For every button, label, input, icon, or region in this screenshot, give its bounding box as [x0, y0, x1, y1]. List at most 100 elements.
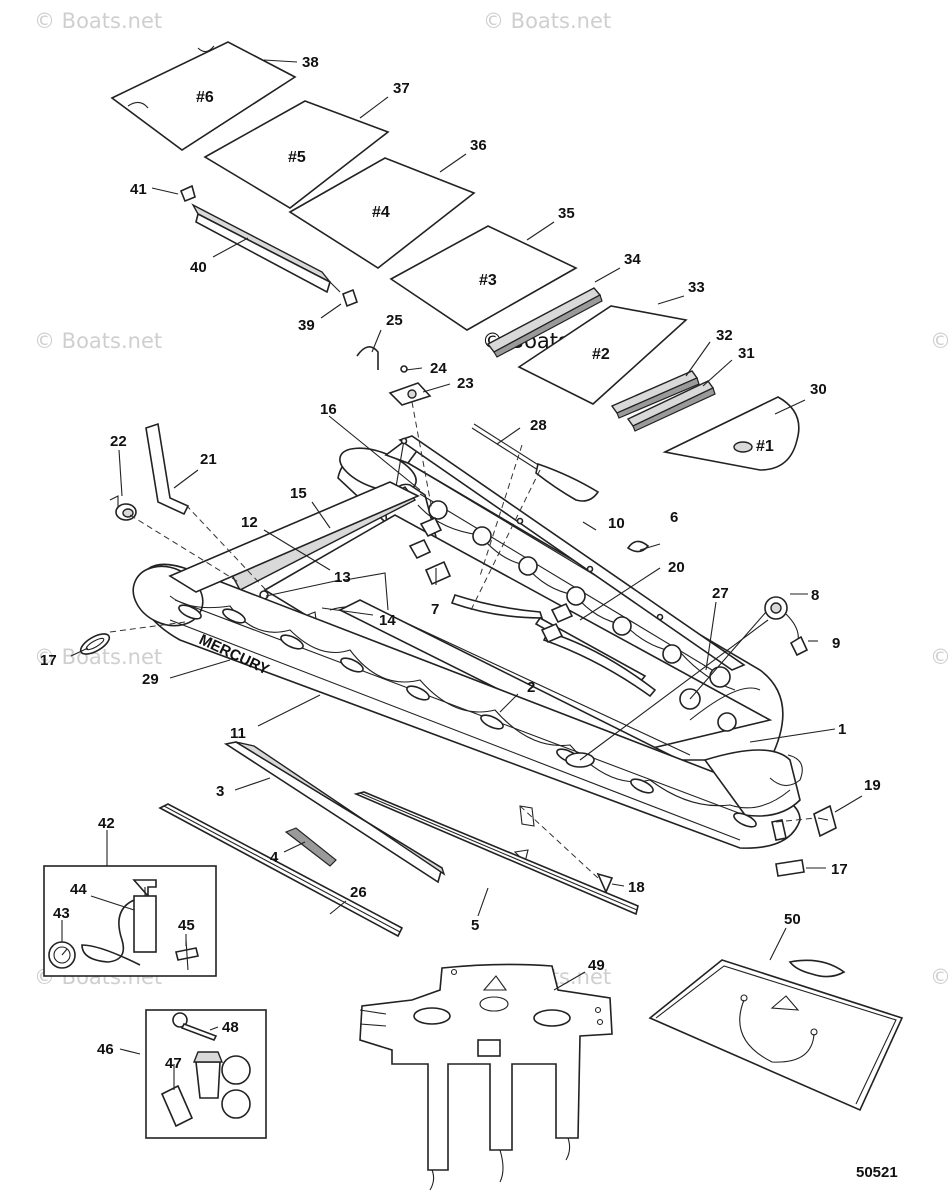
callout: 31 — [738, 345, 755, 362]
callout: 11 — [230, 725, 246, 742]
floor-panel-3: #3 — [389, 225, 578, 331]
callout: 50 — [784, 911, 801, 928]
figure-number: 50521 — [856, 1164, 898, 1181]
panel-label: #4 — [372, 204, 390, 221]
nut-24 — [400, 365, 408, 373]
oar-28 — [471, 423, 600, 502]
callout: 15 — [290, 485, 307, 502]
callout: 47 — [165, 1055, 182, 1072]
rub-strake-5 — [353, 791, 639, 916]
callout: 25 — [386, 312, 403, 329]
callout: 39 — [298, 317, 315, 334]
callout: 32 — [716, 327, 733, 344]
callout: 17 — [40, 652, 57, 669]
watermark: © Boats.net — [34, 329, 162, 353]
pump-kit-box — [43, 865, 217, 977]
callout: 19 — [864, 777, 881, 794]
callout: 30 — [810, 381, 827, 398]
repair-kit-box — [145, 1009, 267, 1139]
callout: 41 — [130, 181, 147, 198]
callout: 42 — [98, 815, 115, 832]
callout: 1 — [838, 721, 846, 738]
callout: 3 — [216, 783, 224, 800]
callout: 40 — [190, 259, 207, 276]
callout: 37 — [393, 80, 410, 97]
patch-18 — [596, 872, 614, 894]
callout: 7 — [431, 601, 439, 618]
panel-label: #5 — [288, 149, 306, 166]
cap-9 — [789, 635, 809, 657]
patch-6 — [626, 540, 650, 553]
watermark: © Boats.net — [930, 329, 948, 353]
callout: 35 — [558, 205, 575, 222]
callout: 29 — [142, 671, 159, 688]
callout: 48 — [222, 1019, 239, 1036]
floor-panel-1: #1 — [662, 396, 800, 471]
floor-panel-2: #2 — [517, 305, 688, 405]
clip-41 — [179, 184, 196, 203]
stringer-40 — [191, 203, 341, 294]
stringer-32 — [610, 370, 700, 419]
panel-label: #6 — [196, 89, 214, 106]
panel-label: #1 — [756, 438, 774, 455]
panel-label: #3 — [479, 272, 497, 289]
callout: 18 — [628, 879, 645, 896]
callout: 6 — [670, 509, 678, 526]
callout: 23 — [457, 375, 474, 392]
callout: 22 — [110, 433, 127, 450]
callout: 43 — [53, 905, 70, 922]
stringer-34 — [486, 287, 603, 358]
seat-12 — [168, 481, 420, 593]
callout: 46 — [97, 1041, 114, 1058]
floor-panel-6: #6 — [110, 41, 297, 151]
callout: 9 — [832, 635, 840, 652]
callout: 20 — [668, 559, 685, 576]
callout: 34 — [624, 251, 641, 268]
callout: 27 — [712, 585, 729, 602]
fin-4 — [284, 827, 337, 867]
boat-cover-49 — [359, 963, 613, 1191]
leader-lines — [61, 59, 863, 1090]
rub-strake-26 — [158, 803, 404, 938]
floor-panel-4: #4 — [288, 157, 476, 269]
pin-25 — [356, 346, 379, 370]
callout: 28 — [530, 417, 547, 434]
clip-39 — [342, 288, 358, 308]
callout: 33 — [688, 279, 705, 296]
valve-lines — [579, 611, 769, 761]
handle-21 — [145, 422, 190, 516]
watermark: © Boats.net — [34, 9, 162, 33]
storage-bag-50 — [648, 959, 904, 1112]
callout: 10 — [608, 515, 625, 532]
callout: 45 — [178, 917, 195, 934]
panel-label: #2 — [592, 346, 610, 363]
valve-8 — [764, 596, 799, 641]
watermark: © Boats.net — [930, 965, 948, 989]
callout: 44 — [70, 881, 87, 898]
callout: 24 — [430, 360, 447, 377]
oarlock-23 — [388, 382, 432, 406]
watermark: © Boats.net — [483, 9, 611, 33]
callout-numbers: 1 2 3 4 5 6 7 8 9 10 11 12 13 14 15 16 1… — [40, 54, 881, 1072]
callout: 8 — [811, 587, 819, 604]
callout: 12 — [241, 514, 258, 531]
callout: 5 — [471, 917, 479, 934]
guide-lines — [109, 401, 817, 879]
d-ring-17b — [775, 859, 805, 877]
rub-strake-3 — [223, 741, 446, 884]
stringer-31 — [626, 380, 716, 432]
callout: 2 — [527, 679, 535, 696]
callout: 36 — [470, 137, 487, 154]
callout: 38 — [302, 54, 319, 71]
callout: 4 — [270, 849, 279, 866]
callout: 14 — [379, 612, 396, 629]
callout: 13 — [334, 569, 351, 586]
watermark: © Boats.net — [930, 645, 948, 669]
callout: 49 — [588, 957, 605, 974]
callout: 26 — [350, 884, 367, 901]
bracket-19 — [813, 804, 837, 838]
callout: 21 — [200, 451, 217, 468]
callout: 16 — [320, 401, 337, 418]
callout: 17 — [831, 861, 848, 878]
